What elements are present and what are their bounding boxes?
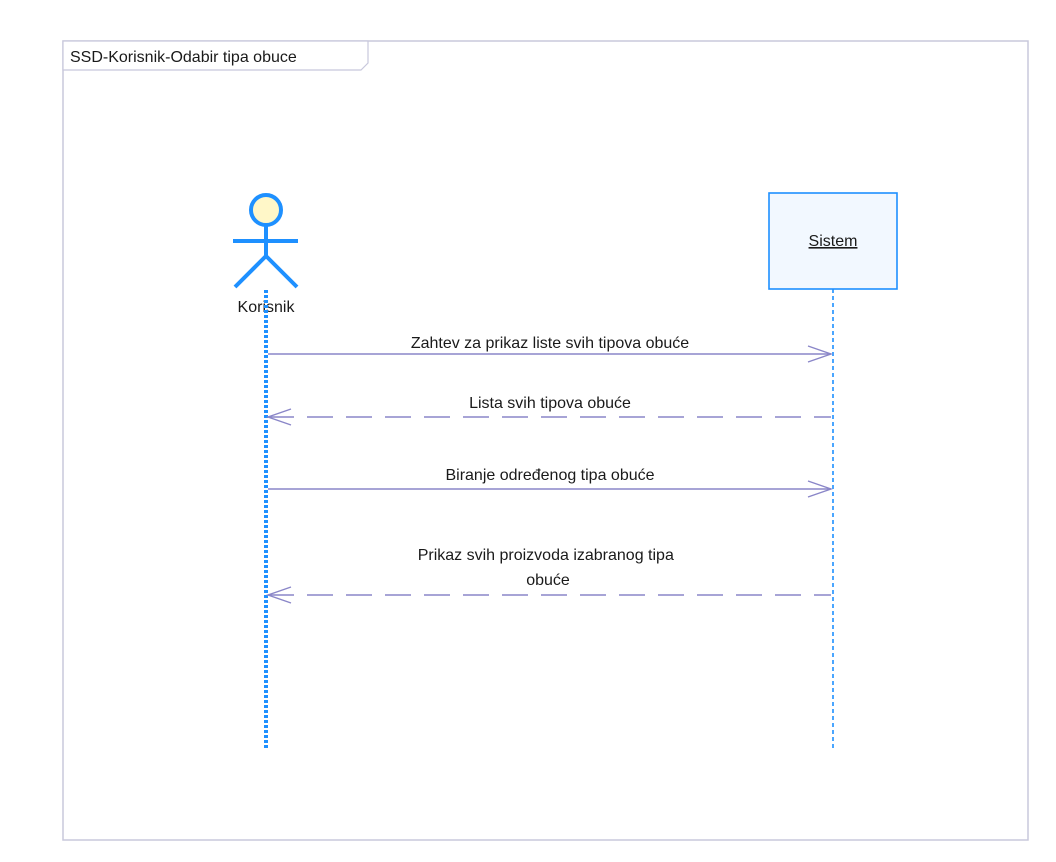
actor-head xyxy=(249,193,283,227)
diagram-frame xyxy=(62,40,1029,841)
arrowhead-open xyxy=(807,345,834,363)
message-label-line: obuće xyxy=(526,572,570,589)
object-sistem[interactable]: Sistem xyxy=(768,192,898,290)
message-label: Lista svih tipova obuće xyxy=(469,395,631,412)
actor-right-leg xyxy=(264,254,299,289)
message-label: Prikaz svih proizvoda izabranog tipa obu… xyxy=(418,547,679,589)
frame-title-tab xyxy=(62,40,369,71)
stick-figure-icon xyxy=(233,193,299,289)
message-label-line: Biranje određenog tipa obuće xyxy=(445,467,654,484)
message-1[interactable]: Zahtev za prikaz liste svih tipova obuće xyxy=(268,335,834,363)
arrowhead-open xyxy=(807,480,834,498)
frame-title: SSD-Korisnik-Odabir tipa obuce xyxy=(70,49,297,66)
message-label: Biranje određenog tipa obuće xyxy=(445,467,654,484)
actor-left-leg xyxy=(233,254,268,289)
message-label-line: Prikaz svih proizvoda izabranog tipa xyxy=(418,547,674,564)
message-2[interactable]: Lista svih tipova obuće xyxy=(265,395,831,426)
message-3[interactable]: Biranje određenog tipa obuće xyxy=(268,467,834,498)
message-label-line: Lista svih tipova obuće xyxy=(469,395,631,412)
message-4[interactable]: Prikaz svih proizvoda izabranog tipa obu… xyxy=(265,547,831,604)
arrowhead-open xyxy=(265,586,292,604)
message-label: Zahtev za prikaz liste svih tipova obuće xyxy=(411,335,689,352)
arrowhead-open xyxy=(265,408,292,426)
message-label-line: Zahtev za prikaz liste svih tipova obuće xyxy=(411,335,689,352)
object-box xyxy=(768,192,898,290)
object-label: Sistem xyxy=(809,233,858,250)
